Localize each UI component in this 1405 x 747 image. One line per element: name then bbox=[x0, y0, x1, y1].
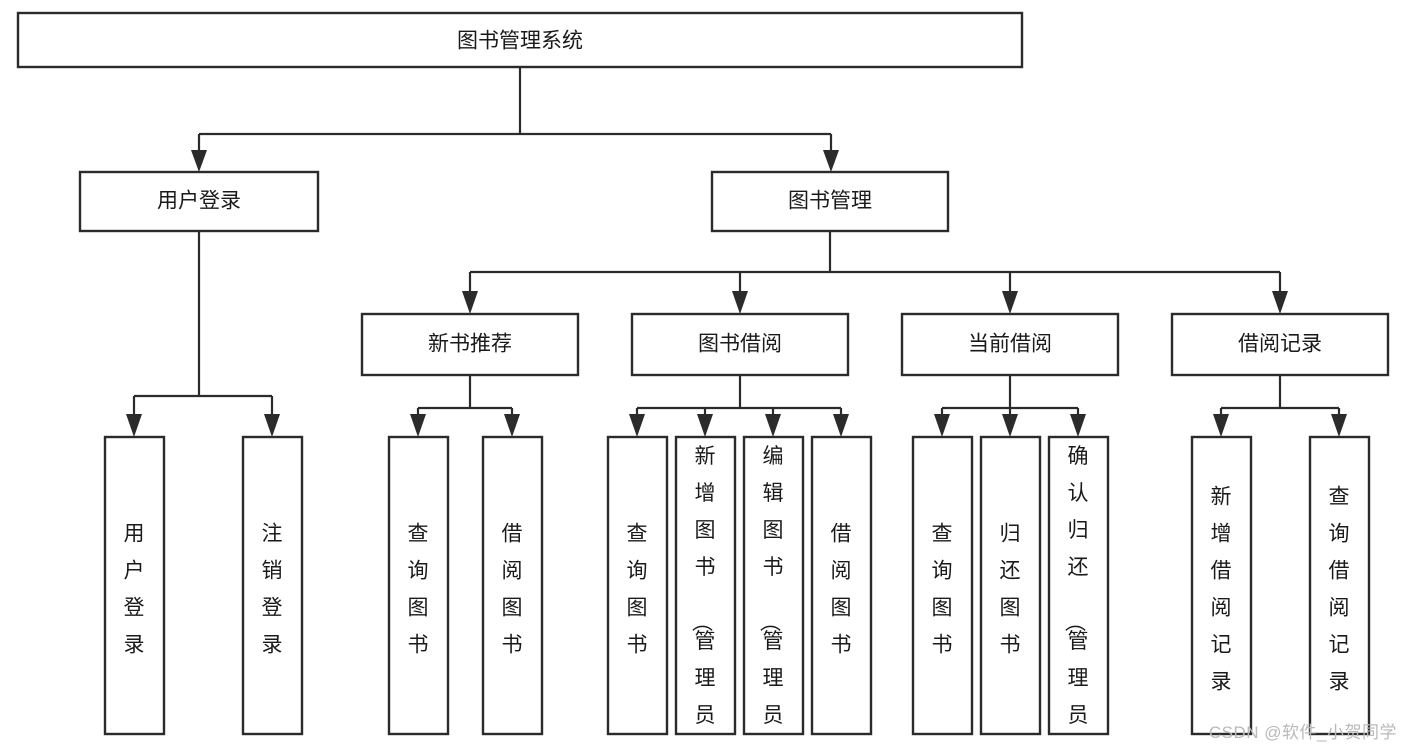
arrow-to-leaf-borrow-book-2 bbox=[833, 414, 849, 437]
leaf-node[interactable]: 注销登录 bbox=[241, 435, 304, 736]
node-root-system[interactable]: 图书管理系统 bbox=[16, 11, 1024, 69]
arrow-to-leaf-add-book bbox=[697, 414, 713, 437]
leaf-box-user-login[interactable] bbox=[103, 435, 166, 736]
leaf-node[interactable]: 查询图书 bbox=[606, 435, 669, 736]
node-current-borrow[interactable]: 当前借阅 bbox=[900, 312, 1120, 377]
leaf-node[interactable]: 查询图书 bbox=[911, 435, 974, 736]
leaf-label: 编辑图书（管理员） bbox=[758, 445, 784, 747]
book-borrow-label: 图书借阅 bbox=[698, 333, 782, 356]
current-borrow-box[interactable] bbox=[900, 312, 1120, 377]
connector-book-borrow-bus bbox=[635, 375, 843, 422]
leaf-label: 确认归还（管理员） bbox=[1063, 445, 1089, 747]
leaf-box-add-book[interactable] bbox=[674, 435, 737, 736]
borrow-record-box[interactable] bbox=[1170, 312, 1390, 377]
node-user-login[interactable]: 用户登录 bbox=[78, 170, 320, 233]
leaf-box-query-book-1[interactable] bbox=[387, 435, 450, 736]
arrow-to-leaf-query-book-1 bbox=[410, 414, 426, 437]
node-book-borrow[interactable]: 图书借阅 bbox=[630, 312, 850, 377]
leaf-node[interactable]: 新增图书（管理员） bbox=[674, 435, 737, 747]
borrow-record-label: 借阅记录 bbox=[1238, 333, 1322, 356]
arrow-to-new-book-recommend bbox=[462, 291, 478, 314]
new-book-recommend-box[interactable] bbox=[360, 312, 580, 377]
book-borrow-box[interactable] bbox=[630, 312, 850, 377]
arrow-to-leaf-confirm-return bbox=[1070, 414, 1086, 437]
leaf-box-return-book[interactable] bbox=[979, 435, 1042, 736]
arrow-to-leaf-return-book bbox=[1002, 414, 1018, 437]
connector-borrow-record-bus bbox=[1219, 375, 1341, 422]
leaf-node[interactable]: 用户登录 bbox=[103, 435, 166, 736]
leaf-label: 注销登录 bbox=[262, 522, 283, 656]
arrow-to-leaf-logout bbox=[264, 414, 280, 437]
current-borrow-label: 当前借阅 bbox=[968, 333, 1052, 356]
connector-book-manage-bus bbox=[468, 231, 1282, 298]
leaf-label: 查询图书 bbox=[408, 522, 429, 656]
connector-root-bus bbox=[197, 67, 833, 158]
arrow-to-book-borrow bbox=[732, 291, 748, 314]
root-box[interactable] bbox=[16, 11, 1024, 69]
leaf-label: 新增借阅记录 bbox=[1211, 485, 1232, 693]
leaf-box-borrow-book-1[interactable] bbox=[481, 435, 544, 736]
arrow-to-leaf-user-login bbox=[126, 414, 142, 437]
leaf-node[interactable]: 查询借阅记录 bbox=[1308, 435, 1371, 736]
leaf-label: 借阅图书 bbox=[831, 522, 852, 656]
leaf-label: 用户登录 bbox=[124, 522, 145, 656]
arrow-to-book-manage bbox=[823, 150, 839, 172]
leaf-box-logout[interactable] bbox=[241, 435, 304, 736]
connector-new-book-recommend-bus bbox=[416, 375, 514, 422]
leaf-label: 借阅图书 bbox=[502, 522, 523, 656]
connector-user-login-bus bbox=[132, 231, 274, 422]
user-login-box[interactable] bbox=[78, 170, 320, 233]
leaf-label: 新增图书（管理员） bbox=[690, 445, 716, 747]
watermark-text: CSDN @软件_小贺同学 bbox=[1208, 723, 1397, 742]
leaf-node[interactable]: 新增借阅记录 bbox=[1190, 435, 1253, 736]
connectors-layer bbox=[126, 67, 1347, 437]
leaf-node[interactable]: 编辑图书（管理员） bbox=[742, 435, 805, 747]
node-book-manage[interactable]: 图书管理 bbox=[710, 170, 950, 233]
leaf-box-edit-book[interactable] bbox=[742, 435, 805, 736]
arrow-to-user-login bbox=[191, 150, 207, 172]
leaf-box-query-book-3[interactable] bbox=[911, 435, 974, 736]
node-new-book-recommend[interactable]: 新书推荐 bbox=[360, 312, 580, 377]
leaf-label: 查询图书 bbox=[627, 522, 648, 656]
leaf-box-query-book-2[interactable] bbox=[606, 435, 669, 736]
arrow-to-leaf-query-book-2 bbox=[629, 414, 645, 437]
leaf-box-confirm-return[interactable] bbox=[1047, 435, 1110, 736]
arrow-to-leaf-add-record bbox=[1213, 414, 1229, 437]
arrow-to-leaf-query-book-3 bbox=[934, 414, 950, 437]
leaf-box-borrow-book-2[interactable] bbox=[810, 435, 873, 736]
leaf-node[interactable]: 查询图书 bbox=[387, 435, 450, 736]
arrow-to-borrow-record bbox=[1272, 291, 1288, 314]
node-borrow-record[interactable]: 借阅记录 bbox=[1170, 312, 1390, 377]
leaf-box-add-record[interactable] bbox=[1190, 435, 1253, 736]
arrow-to-current-borrow bbox=[1002, 291, 1018, 314]
book-manage-label: 图书管理 bbox=[788, 190, 872, 213]
arrow-to-leaf-borrow-book-1 bbox=[504, 414, 520, 437]
leaf-node[interactable]: 归还图书 bbox=[979, 435, 1042, 736]
leaf-label: 查询借阅记录 bbox=[1329, 485, 1350, 693]
book-manage-box[interactable] bbox=[710, 170, 950, 233]
leaf-node[interactable]: 借阅图书 bbox=[481, 435, 544, 736]
leaf-box-query-record[interactable] bbox=[1308, 435, 1371, 736]
leaf-label: 查询图书 bbox=[932, 522, 953, 656]
new-book-recommend-label: 新书推荐 bbox=[428, 333, 512, 356]
leaf-node[interactable]: 借阅图书 bbox=[810, 435, 873, 736]
arrow-to-leaf-edit-book bbox=[765, 414, 781, 437]
user-login-label: 用户登录 bbox=[157, 190, 241, 213]
leaf-node[interactable]: 确认归还（管理员） bbox=[1047, 435, 1110, 747]
arrow-to-leaf-query-record bbox=[1331, 414, 1347, 437]
leaf-label: 归还图书 bbox=[1000, 522, 1021, 656]
root-label: 图书管理系统 bbox=[457, 30, 583, 53]
